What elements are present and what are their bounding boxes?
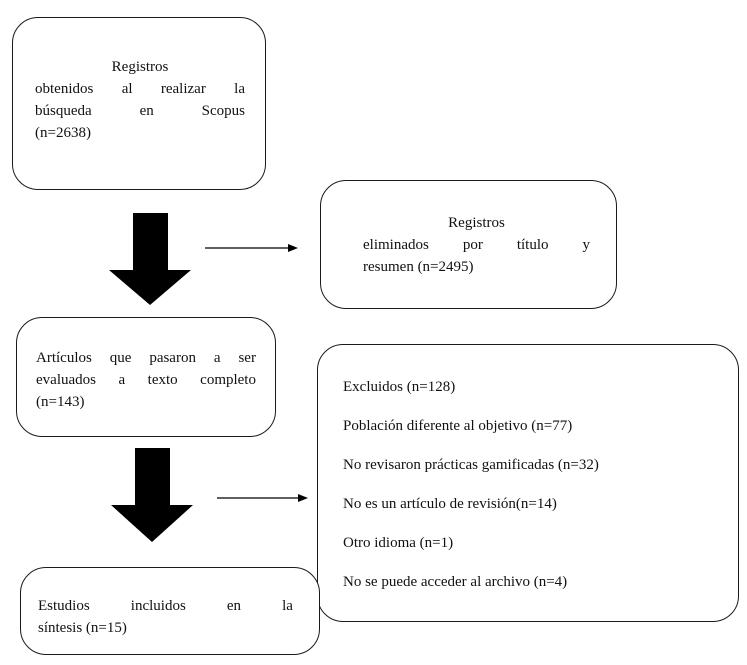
word: al (121, 81, 133, 97)
word: eliminados (363, 237, 429, 253)
included-line-1: Estudios incluidos en la (38, 595, 293, 617)
down-arrow-2 (111, 448, 193, 542)
down-arrow-1 (109, 213, 191, 305)
word: la (234, 81, 245, 97)
word: búsqueda (35, 103, 92, 119)
word: completo (200, 372, 256, 388)
word: a (213, 350, 221, 366)
records-identified-box: Registros obtenidos al realizar la búsqu… (12, 17, 266, 190)
word: pasaron (149, 350, 196, 366)
right-arrow-2 (217, 494, 308, 502)
word: la (282, 598, 293, 614)
full-text-line-2: evaluados a texto completo (36, 369, 256, 391)
word: en (226, 598, 242, 614)
right-arrow-1 (205, 244, 298, 252)
word: Scopus (201, 103, 245, 119)
excluded-box: Excluidos (n=128) Población diferente al… (317, 344, 739, 622)
excluded-reason: No se puede acceder al archivo (n=4) (343, 574, 568, 590)
word: texto (147, 372, 178, 388)
records-identified-line-2: obtenidos al realizar la (35, 78, 245, 100)
word: obtenidos (35, 81, 94, 97)
full-text-line-1: Artículos que pasaron a ser (36, 347, 256, 369)
word: en (139, 103, 154, 119)
full-text-count: (n=143) (36, 394, 85, 410)
word: que (109, 350, 132, 366)
word: a (118, 372, 126, 388)
excluded-reason: No es un artículo de revisión(n=14) (343, 496, 557, 512)
records-removed-line-1: Registros (448, 215, 505, 231)
word: incluidos (130, 598, 186, 614)
records-removed-count: resumen (n=2495) (363, 259, 474, 275)
records-removed-line-2: eliminados por título y (363, 234, 590, 256)
included-count: síntesis (n=15) (38, 620, 127, 636)
included-box: Estudios incluidos en la síntesis (n=15) (20, 567, 320, 655)
excluded-reason: Otro idioma (n=1) (343, 535, 454, 551)
word: Estudios (38, 598, 90, 614)
records-identified-count: (n=2638) (35, 125, 91, 141)
word: por (462, 237, 483, 253)
word: evaluados (36, 372, 96, 388)
word: Artículos (36, 350, 92, 366)
word: ser (238, 350, 256, 366)
excluded-reason: No revisaron prácticas gamificadas (n=32… (343, 457, 599, 473)
records-removed-box: Registros eliminados por título y resume… (320, 180, 617, 309)
full-text-box: Artículos que pasaron a ser evaluados a … (16, 317, 276, 437)
word: título (516, 237, 549, 253)
excluded-total: Excluidos (n=128) (343, 379, 456, 395)
records-identified-line-3: búsqueda en Scopus (35, 100, 245, 122)
word: y (582, 237, 591, 253)
word: realizar (160, 81, 206, 97)
records-identified-line-1: Registros (111, 59, 169, 75)
excluded-reason: Población diferente al objetivo (n=77) (343, 418, 573, 434)
